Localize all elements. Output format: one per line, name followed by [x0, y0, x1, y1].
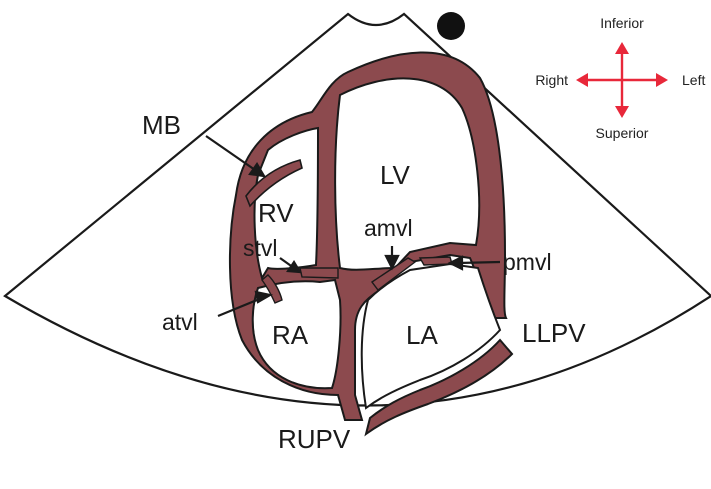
label-amvl: amvl [364, 215, 413, 241]
compass-right-arrowhead [656, 73, 668, 87]
label-lv: LV [380, 160, 411, 190]
posterior-mitral-leaflet [420, 257, 452, 265]
label-rv: RV [258, 198, 294, 228]
label-atvl: atvl [162, 309, 198, 335]
septal-tricuspid-leaflet [300, 268, 338, 278]
label-mb: MB [142, 110, 181, 140]
label-la: LA [406, 320, 438, 350]
pmvl-arrow [458, 262, 500, 263]
label-llpv: LLPV [522, 318, 586, 348]
compass-left-arrowhead [576, 73, 588, 87]
label-rupv: RUPV [278, 424, 351, 454]
orientation-marker-dot [437, 12, 465, 40]
orientation-compass: Inferior Superior Right Left [535, 15, 705, 141]
label-pmvl: pmvl [503, 249, 552, 275]
compass-up-arrowhead [615, 42, 629, 54]
compass-label-right: Right [535, 72, 568, 88]
compass-down-arrowhead [615, 106, 629, 118]
compass-label-left: Left [682, 72, 705, 88]
compass-label-inferior: Inferior [600, 15, 644, 31]
label-stvl: stvl [243, 235, 278, 261]
compass-label-superior: Superior [596, 125, 649, 141]
label-ra: RA [272, 320, 309, 350]
